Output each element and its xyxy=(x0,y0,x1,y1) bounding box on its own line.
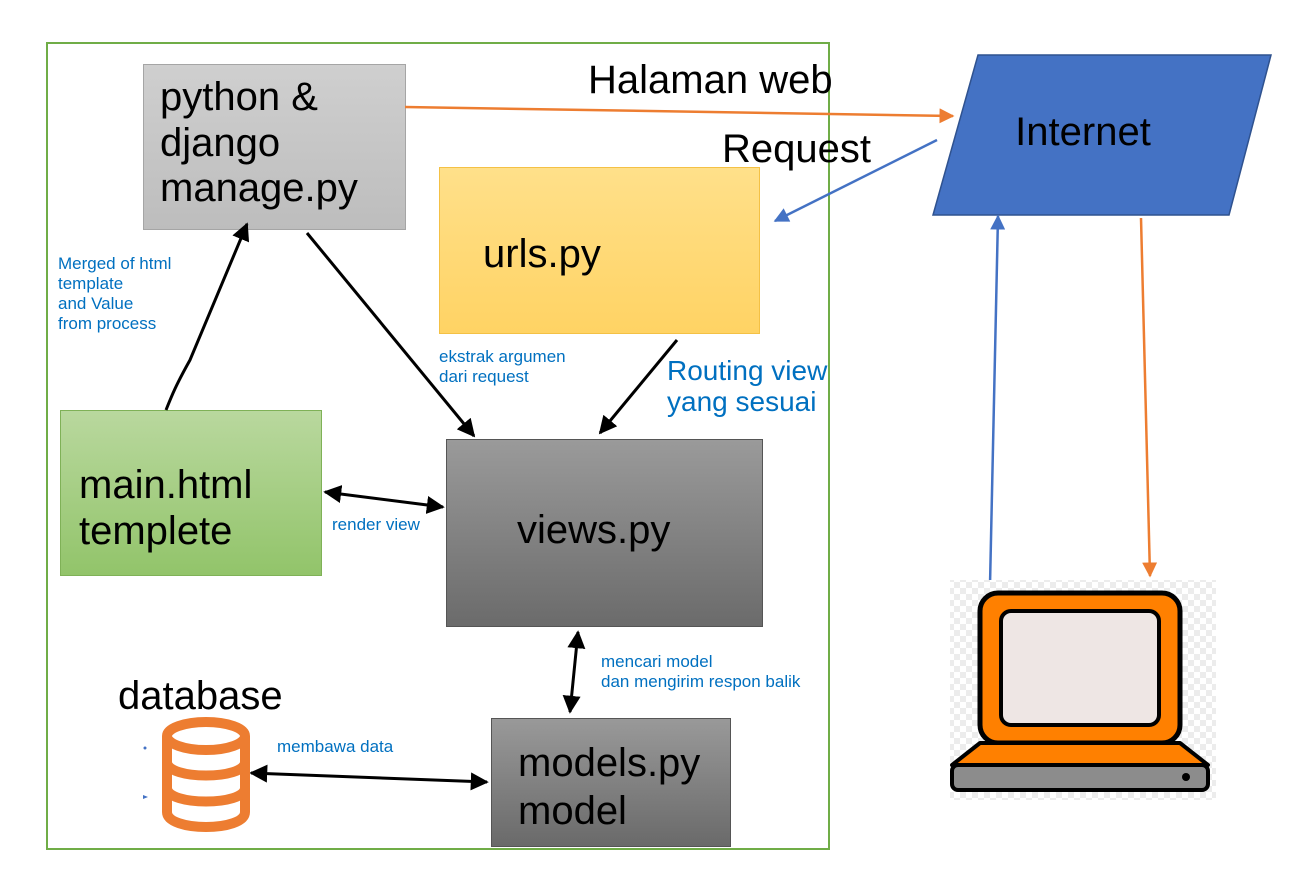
ekstrak-line-2: dari request xyxy=(439,367,529,387)
main-html-box: main.html templete xyxy=(60,410,322,576)
urls-to-views-arrow xyxy=(598,339,679,435)
models-line-1: models.py xyxy=(518,741,701,785)
render-view-annotation: render view xyxy=(332,515,420,534)
mencari-line-1: mencari model xyxy=(601,652,713,671)
models-line-2: model xyxy=(518,788,627,833)
manage-line-3: manage.py xyxy=(160,166,358,211)
main-line-1: main.html xyxy=(79,463,253,507)
merged-line-1: Merged of html xyxy=(58,254,172,273)
merged-line-3: and Value xyxy=(58,294,134,314)
ekstrak-annotation: ekstrak argumen dari request xyxy=(439,347,566,387)
views-models-arrow xyxy=(562,630,586,714)
routing-annotation: Routing view yang sesuai xyxy=(667,355,827,418)
main-to-manage-arrow xyxy=(164,222,250,411)
merged-line-2: template xyxy=(58,274,124,294)
manage-to-views-arrow xyxy=(305,232,476,438)
membawa-annotation: membawa data xyxy=(277,737,394,756)
mencari-annotation: mencari model dan mengirim respon balik xyxy=(601,652,800,692)
merged-annotation: Merged of html template and Value from p… xyxy=(58,254,171,334)
mencari-line-2: dan mengirim respon balik xyxy=(601,672,801,692)
routing-line-1: Routing view xyxy=(667,355,828,386)
decor-dot-2 xyxy=(143,795,148,799)
internet-to-laptop-arrow xyxy=(1139,217,1158,578)
routing-line-2: yang sesuai xyxy=(667,386,817,418)
database-icon xyxy=(162,717,250,832)
internet-label: Internet xyxy=(1015,110,1151,154)
main-line-2: templete xyxy=(79,508,233,553)
app-boundary-frame xyxy=(46,42,830,850)
models-py-box: models.py model xyxy=(491,718,731,847)
internet-node xyxy=(932,54,1272,216)
render-view-arrow xyxy=(323,485,445,514)
laptop-to-internet-arrow xyxy=(988,214,1006,586)
request-label: Request xyxy=(722,127,871,171)
database-models-arrow xyxy=(249,764,489,791)
halaman-web-label: Halaman web xyxy=(588,58,833,102)
request-arrow xyxy=(773,138,938,223)
merged-line-4: from process xyxy=(58,314,157,334)
manage-line-1: python & xyxy=(160,75,318,119)
urls-label: urls.py xyxy=(483,232,601,276)
views-py-box: views.py xyxy=(446,439,763,627)
manage-py-box: python & django manage.py xyxy=(143,64,406,230)
ekstrak-line-1: ekstrak argumen xyxy=(439,347,566,366)
urls-py-box: urls.py xyxy=(439,167,760,334)
halaman-web-arrow xyxy=(404,105,955,124)
views-label: views.py xyxy=(517,508,671,552)
database-label: database xyxy=(118,674,283,718)
laptop-icon xyxy=(950,580,1216,800)
manage-line-2: django xyxy=(160,120,281,165)
decor-dot-1 xyxy=(143,746,147,750)
